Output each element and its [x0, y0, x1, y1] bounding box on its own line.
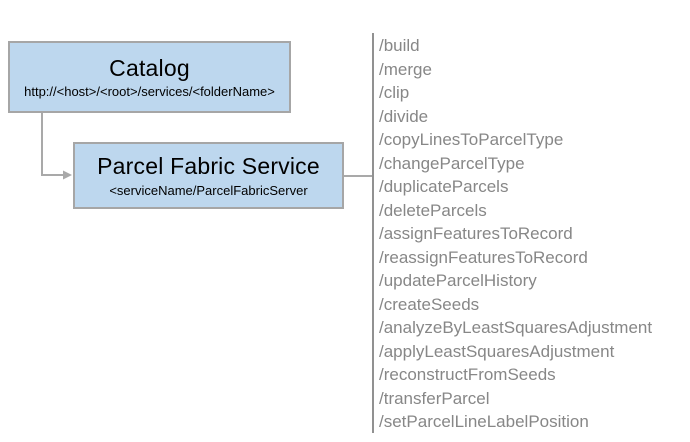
- endpoint-item: /reassignFeaturesToRecord: [379, 247, 588, 267]
- service-url: <serviceName/ParcelFabricServer: [109, 182, 308, 198]
- divider-line: [372, 33, 374, 433]
- endpoint-item: /analyzeByLeastSquaresAdjustment: [379, 318, 653, 337]
- endpoint-item: /merge: [379, 59, 432, 79]
- catalog-to-service-connector: [41, 113, 63, 176]
- catalog-title: Catalog: [109, 54, 190, 81]
- endpoint-item: /reconstructFromSeeds: [379, 365, 556, 384]
- endpoint-item: /applyLeastSquaresAdjustment: [379, 341, 615, 361]
- catalog-url: http://<host>/<root>/services/<folderNam…: [24, 84, 275, 100]
- endpoint-item: /deleteParcels: [379, 200, 487, 220]
- catalog-box: Catalog http://<host>/<root>/services/<f…: [8, 41, 291, 113]
- endpoint-item: /duplicateParcels: [379, 177, 509, 196]
- endpoint-item: /setParcelLineLabelPosition: [379, 412, 589, 431]
- endpoint-item: /build: [379, 36, 420, 55]
- endpoint-item: /divide: [379, 106, 429, 126]
- arrowhead-icon: [63, 170, 72, 180]
- endpoint-item: /createSeeds: [379, 294, 480, 314]
- endpoint-item: /copyLinesToParcelType: [379, 130, 564, 149]
- parcel-fabric-service-box: Parcel Fabric Service <serviceName/Parce…: [73, 142, 344, 209]
- endpoint-list: /build/merge/clip/divide/copyLinesToParc…: [379, 34, 679, 434]
- endpoint-item: /transferParcel: [379, 388, 490, 408]
- endpoint-item: /changeParcelType: [379, 153, 525, 173]
- endpoint-item: /assignFeaturesToRecord: [379, 224, 573, 243]
- service-title: Parcel Fabric Service: [97, 153, 320, 180]
- endpoint-item: /clip: [379, 83, 410, 102]
- endpoint-item: /updateParcelHistory: [379, 271, 537, 290]
